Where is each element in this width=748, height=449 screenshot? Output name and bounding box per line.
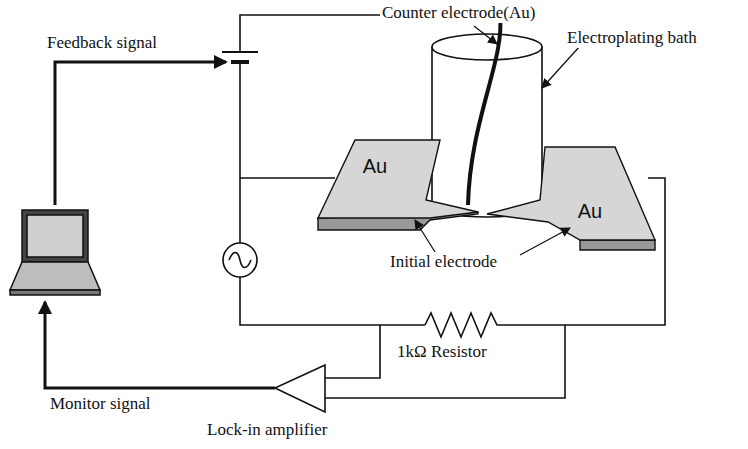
leader-arrows: [415, 26, 580, 255]
pad-label: Au: [578, 200, 602, 223]
electrode-pad: Au: [560, 195, 620, 227]
resistor-symbol: [425, 313, 500, 337]
part-label: Initial electrode: [388, 252, 499, 272]
counter-electrode-wire: [468, 15, 500, 205]
amplifier-symbol: [275, 365, 325, 412]
laptop-icon: [10, 210, 100, 295]
signal-name: Feedback signal: [45, 33, 159, 53]
part-label: Electroplating bath: [565, 28, 699, 48]
part-label: Counter electrode(Au): [380, 3, 537, 23]
electroplating-bath: [432, 34, 542, 217]
signal-name: Monitor signal: [48, 394, 153, 414]
gold-electrodes: [318, 140, 655, 250]
wires: [240, 15, 665, 398]
battery-symbol: [222, 52, 258, 62]
monitor-signal-line: [45, 302, 275, 388]
ac-source-symbol: [223, 243, 257, 277]
electrode-pad: Au: [345, 150, 405, 182]
pad-label: Au: [363, 155, 387, 178]
feedback-signal-line: [55, 62, 226, 205]
component-label: 1kΩ Resistor: [395, 342, 489, 362]
component-label: Lock-in amplifier: [205, 420, 329, 440]
